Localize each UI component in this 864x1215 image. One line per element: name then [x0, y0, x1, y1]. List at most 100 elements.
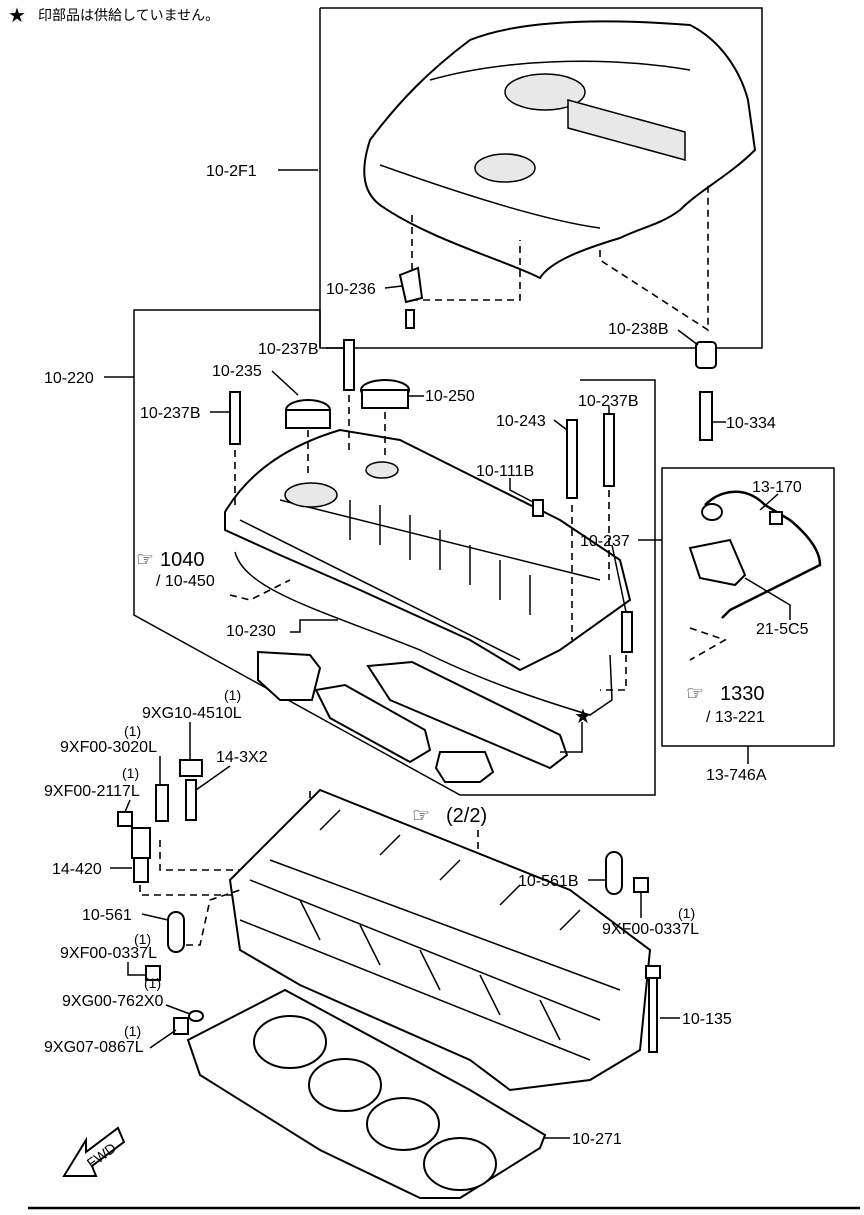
engine-cover-frame: [319, 7, 763, 349]
nut-9XG10-4510L: [179, 759, 203, 777]
label-10-2F1: 10-2F1: [206, 163, 257, 180]
label-10-271: 10-271: [572, 1131, 622, 1148]
cylinder-head: [228, 788, 652, 1092]
sensor-14-3X2: [185, 779, 197, 821]
label-9XG07-0867L: 9XG07-0867L: [44, 1039, 144, 1056]
leader-10237: [611, 544, 627, 613]
stud-10-237B-top: [343, 339, 355, 391]
star-icon: ★: [8, 5, 26, 27]
label-10-237B-top: 10-237B: [258, 341, 319, 358]
ref-1040-dash: [229, 579, 291, 601]
label-13-746A: 13-746A: [706, 767, 767, 784]
leader-14-3X2: [195, 765, 231, 791]
label-10-250: 10-250: [425, 388, 475, 405]
not-supplied-star-icon: ★: [574, 706, 592, 728]
leader-star: [560, 722, 583, 753]
label-10-135: 10-135: [682, 1011, 732, 1028]
clip-10-236: [398, 266, 424, 329]
pcv-hose-clip: [769, 511, 783, 525]
cover-oil-hole-icon: [504, 73, 586, 111]
qty-9XF00-0337L-l: (1): [134, 931, 151, 947]
sensor-14-420-tip: [133, 857, 149, 883]
ref-2-2: (2/2): [446, 805, 487, 827]
engine-cover-shell: [363, 20, 757, 280]
stud-10-237B-right: [603, 413, 615, 487]
cylinder-head-rails: [239, 859, 621, 1061]
ref-hand-icon-3: ☞: [412, 805, 430, 827]
ref-hand-icon: ☞: [136, 549, 154, 571]
head-cover-ribs: [349, 500, 531, 615]
seal-10-235-body: [285, 409, 331, 429]
qty-9XF00-2117L: (1): [122, 765, 139, 781]
label-10-237B-left: 10-237B: [140, 405, 201, 422]
engine-cover: [363, 20, 757, 280]
cover-hole-icon: [474, 153, 536, 183]
sensor-14-420-body: [131, 827, 151, 859]
head-cover-dash-lines: [307, 412, 627, 691]
head-cover-port-icon: [365, 461, 399, 479]
dash-10-561: [186, 889, 241, 946]
leader-10238B: [677, 329, 699, 346]
head-gasket-10-271: [186, 988, 547, 1199]
bolt-9XF00-0337L-right: [633, 877, 649, 893]
label-10-236: 10-236: [326, 281, 376, 298]
sensor-14-420: [131, 827, 151, 883]
pcv-hose: [704, 490, 822, 619]
plug-9XG07-0867L: [173, 1017, 189, 1035]
pcv-ref-dash: [689, 627, 727, 661]
qty-9XG10: (1): [224, 687, 241, 703]
leader-10236: [384, 285, 403, 289]
label-14-3X2: 14-3X2: [216, 749, 268, 766]
bolt-10-135-shank: [648, 977, 658, 1053]
qty-9XF00-3020L: (1): [124, 723, 141, 739]
ref-1040: 1040: [160, 549, 205, 571]
label-10-237: 10-237: [580, 533, 630, 550]
leader-215C5: [744, 577, 791, 620]
plug-10-111B: [532, 499, 544, 517]
stud-10-237B-left: [229, 391, 241, 445]
bolt-9XF00-2117L: [117, 811, 133, 827]
stud-10-334: [699, 391, 713, 441]
label-10-237B-right: 10-237B: [578, 393, 639, 410]
plug-gasket-1: [257, 650, 322, 701]
label-9XG10-4510L: 9XG10-4510L: [142, 705, 242, 722]
label-10-235: 10-235: [212, 363, 262, 380]
spark-plug-10-243: [566, 419, 578, 499]
oil-filler-cap-10-250: [360, 379, 410, 409]
cylinder-head-cover: [224, 428, 632, 672]
clip-body: [398, 266, 424, 304]
clip-screw: [405, 309, 415, 329]
head-cover-rail-1: [239, 519, 521, 661]
pcv-bracket: [688, 538, 747, 587]
spark-plug-gaskets: [257, 650, 569, 783]
grommet-10-238B: [695, 341, 717, 369]
head-cover-frame: [133, 374, 656, 796]
label-9XG00-762X0: 9XG00-762X0: [62, 993, 164, 1010]
bolt-9XF00-3020L: [155, 784, 169, 822]
head-cover-frame-top-left: [133, 309, 320, 374]
engine-cover-lower-edge: [379, 164, 601, 229]
engine-cover-ridge: [429, 60, 691, 81]
label-10-561: 10-561: [82, 907, 132, 924]
main-gasket-strip: [366, 660, 569, 770]
plug-gasket-3: [434, 751, 495, 783]
leader-9XF00-0337L-l: [127, 962, 146, 976]
leader-13170: [759, 493, 779, 511]
leader-10235: [271, 370, 299, 396]
hook-10-561: [167, 911, 185, 953]
ref-13-221: / 13-221: [706, 709, 765, 726]
not-supplied-notice: 印部品は供給していません。: [38, 7, 219, 23]
oil-filler-hole-icon: [284, 482, 338, 508]
hook-10-561B: [605, 851, 623, 895]
label-21-5C5: 21-5C5: [756, 621, 809, 638]
qty-9XG07-0867L: (1): [124, 1023, 141, 1039]
label-13-170: 13-170: [752, 479, 802, 496]
cylinder-head-ports: [299, 899, 561, 1041]
qty-9XF00-0337L-r: (1): [678, 905, 695, 921]
stud-10-237: [621, 611, 633, 653]
qty-9XG00-762X0: (1): [144, 975, 161, 991]
head-cover-gasket-line: [234, 551, 613, 716]
gasket-bore-1-icon: [253, 1015, 327, 1069]
label-10-561B: 10-561B: [518, 873, 579, 890]
